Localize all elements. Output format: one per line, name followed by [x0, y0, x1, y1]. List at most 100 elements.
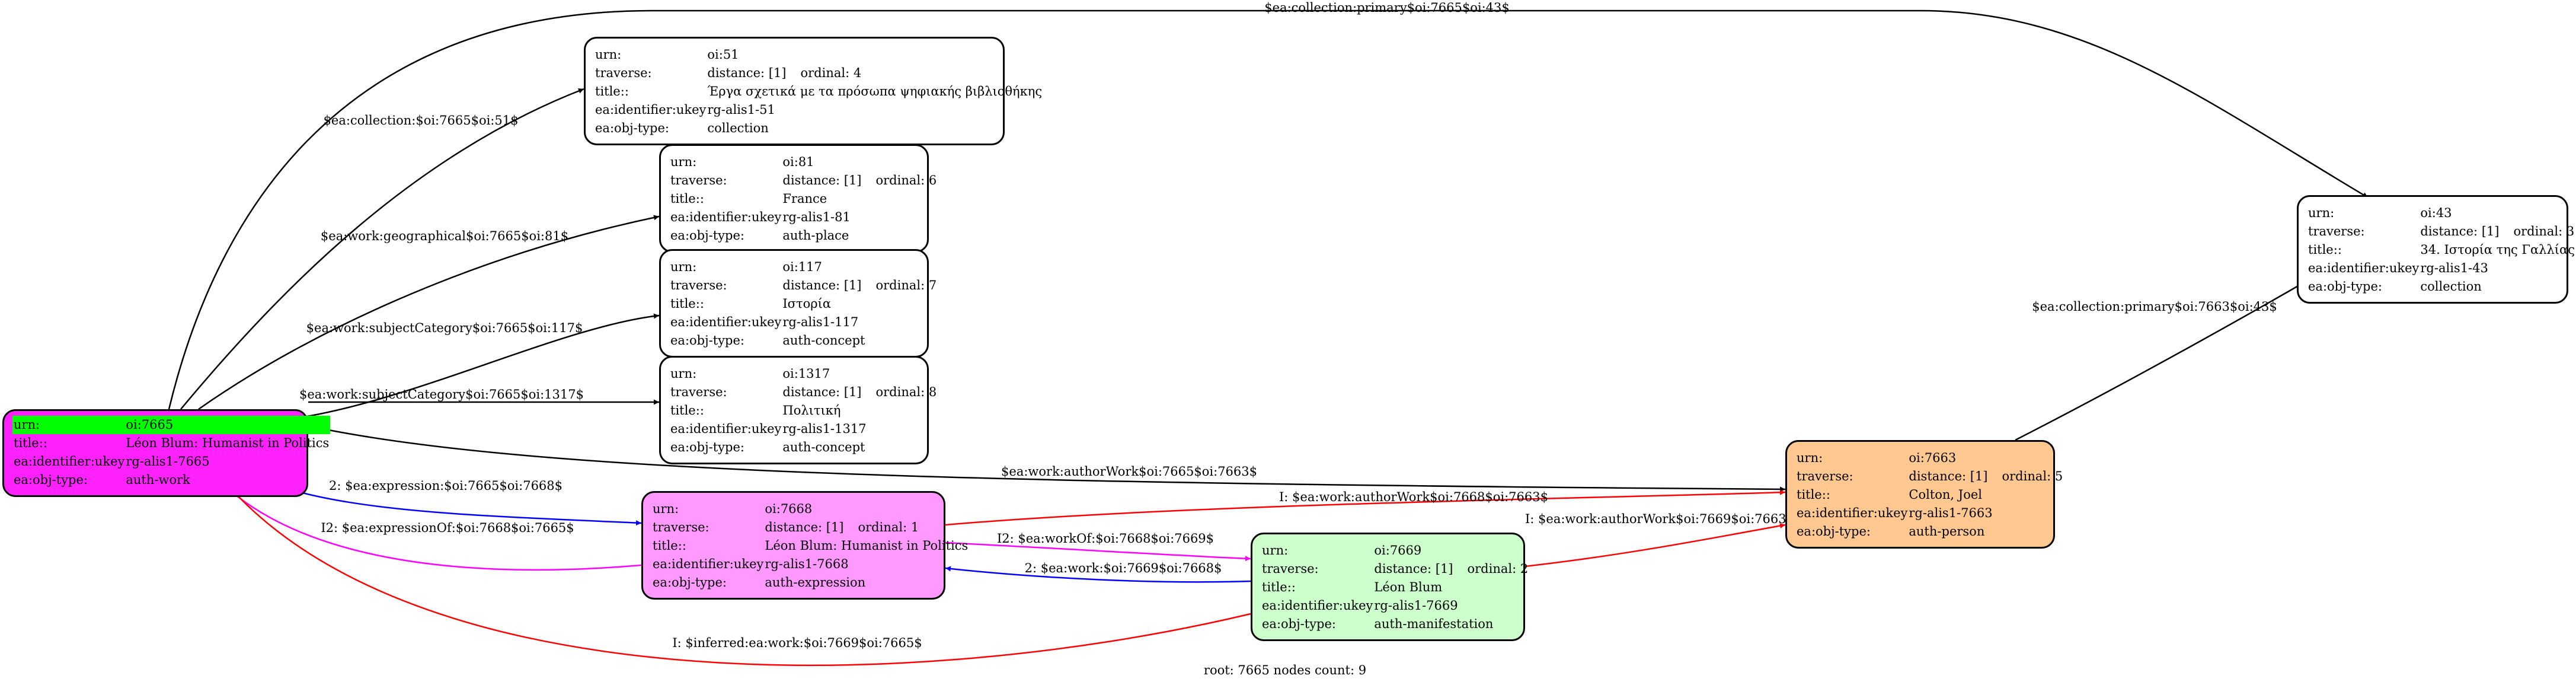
- title-label: title::: [670, 192, 704, 206]
- title-value: Léon Blum: [1374, 580, 1443, 594]
- node-oi-81[interactable]: urn:oi:81 traverse:distance: [1]ordinal:…: [659, 144, 937, 253]
- objtype-value: auth-concept: [782, 440, 865, 454]
- edge-label-subjectcategory-7665-117: $ea:work:subjectCategory$oi:7665$oi:117$: [306, 321, 583, 335]
- objtype-label: ea:obj-type:: [1797, 524, 1871, 539]
- urn-label: urn:: [12, 416, 125, 434]
- title-value: Έργα σχετικά με τα πρόσωπα ψηφιακής βιβλ…: [707, 84, 1043, 98]
- urn-label: urn:: [2308, 206, 2335, 220]
- distance-value: distance: [1]: [782, 278, 862, 292]
- urn-value: oi:7669: [1374, 543, 1422, 557]
- ukey-label: ea:identifier:ukey: [670, 422, 782, 436]
- node-oi-1317[interactable]: urn: oi:1317 traverse: distance: [1] ordina…: [659, 356, 937, 464]
- urn-label: urn:: [670, 260, 697, 274]
- title-value: Léon Blum: Humanist in Politics: [765, 539, 969, 553]
- urn-value: oi:51: [707, 47, 739, 62]
- title-label: title::: [14, 436, 47, 450]
- edge-label-collection-primary-7665-43: $ea:collection:primary$oi:7665$oi:43$: [1264, 1, 1509, 15]
- urn-label: urn:: [1797, 451, 1823, 465]
- ukey-value: rg-alis1-7665: [126, 454, 210, 469]
- edge-label-authorwork-7669-7663: I: $ea:work:authorWork$oi:7669$oi:7663$: [1525, 512, 1794, 526]
- objtype-label: ea:obj-type:: [14, 473, 88, 487]
- urn-value: oi:7663: [1909, 451, 1957, 465]
- distance-value: distance: [1]: [782, 385, 862, 399]
- title-label: title::: [670, 403, 704, 418]
- title-value: France: [782, 192, 827, 206]
- title-label: title::: [1797, 488, 1830, 502]
- objtype-value: auth-concept: [782, 333, 865, 348]
- ukey-value: rg-alis1-1317: [782, 422, 867, 436]
- ordinal-value: ordinal: 6: [875, 173, 937, 187]
- node-oi-7668[interactable]: urn:oi:7668 traverse:distance: [1]ordina…: [641, 491, 968, 600]
- urn-value: oi:81: [782, 155, 814, 169]
- ordinal-value: ordinal: 8: [875, 385, 937, 399]
- urn-value: oi:1317: [782, 367, 830, 381]
- title-value: Ιστορία: [782, 297, 832, 311]
- urn-label: urn:: [670, 367, 697, 381]
- ukey-label: ea:identifier:ukey: [1797, 506, 1908, 520]
- edge-subjectcategory-7665-117: [296, 313, 660, 419]
- node-oi-7663[interactable]: urn:oi:7663 traverse:distance: [1]ordina…: [1785, 440, 2063, 549]
- ordinal-value: ordinal: 7: [875, 278, 937, 292]
- distance-value: distance: [1]: [1909, 469, 1988, 483]
- objtype-label: ea:obj-type:: [595, 121, 669, 135]
- title-value: Léon Blum: Humanist in Politics: [126, 436, 330, 450]
- traverse-label: traverse:: [2308, 224, 2365, 238]
- traverse-label: traverse:: [670, 278, 727, 292]
- ordinal-value: ordinal: 3: [2513, 224, 2575, 238]
- edge-collection-7665-51: [180, 88, 584, 410]
- edge-label-expression-7665-7668: 2: $ea:expression:$oi:7665$oi:7668$: [329, 479, 562, 493]
- ukey-label: ea:identifier:ukey: [653, 557, 764, 571]
- objtype-label: ea:obj-type:: [1262, 617, 1336, 631]
- traverse-label: traverse:: [670, 385, 727, 399]
- urn-label: urn:: [653, 502, 679, 516]
- edge-authorwork-7669-7663: [1524, 523, 1786, 568]
- ukey-label: ea:identifier:ukey: [670, 315, 782, 329]
- objtype-label: ea:obj-type:: [2308, 279, 2382, 294]
- title-label: title::: [1262, 580, 1296, 594]
- node-oi-117[interactable]: urn: oi:117 traverse: distance: [1] ordinal…: [659, 249, 937, 358]
- distance-value: distance: [1]: [1374, 562, 1453, 576]
- objtype-label: ea:obj-type:: [670, 333, 744, 348]
- edge-authorwork-7668-7663: [945, 489, 1786, 526]
- title-value: Πολιτική: [782, 403, 841, 418]
- ordinal-value: ordinal: 1: [858, 520, 919, 534]
- objtype-value: collection: [2420, 279, 2482, 294]
- node-urn-row-highlight: urn: oi:7665: [12, 416, 331, 434]
- objtype-value: auth-place: [782, 228, 849, 243]
- title-label: title::: [653, 539, 686, 553]
- ukey-label: ea:identifier:ukey: [1262, 598, 1373, 613]
- edge-geographical-7665-81: [198, 215, 660, 410]
- edge-label-expressionof-7668-7665: I2: $ea:expressionOf:$oi:7668$oi:7665$: [321, 521, 574, 535]
- edge-collection-primary-7665-43: [168, 9, 2369, 410]
- ordinal-value: ordinal: 5: [2002, 469, 2063, 483]
- title-value: 34. Ιστορία της Γαλλίας: [2420, 243, 2575, 257]
- ukey-label: ea:identifier:ukey: [595, 103, 707, 117]
- objtype-value: auth-work: [126, 473, 190, 487]
- distance-value: distance: [1]: [765, 520, 844, 534]
- title-label: title::: [2308, 243, 2342, 257]
- urn-label: urn:: [1262, 543, 1289, 557]
- objtype-value: auth-manifestation: [1374, 617, 1494, 631]
- traverse-label: traverse:: [595, 66, 652, 80]
- traverse-label: traverse:: [653, 520, 709, 534]
- node-oi-51[interactable]: urn:oi:51 traverse:distance: [1]ordinal:…: [584, 37, 1042, 145]
- urn-value: oi:117: [782, 260, 822, 274]
- title-label: title::: [595, 84, 629, 98]
- edge-label-collection-7665-51: $ea:collection:$oi:7665$oi:51$: [324, 113, 519, 128]
- node-oi-7669[interactable]: urn:oi:7669 traverse:distance: [1]ordina…: [1251, 533, 1528, 641]
- edge-label-inferred-work-7669-7665: I: $inferred:ea:work:$oi:7669$oi:7665$: [672, 636, 922, 650]
- ukey-value: rg-alis1-43: [2420, 261, 2488, 275]
- edge-label-workof-7668-7669: I2: $ea:workOf:$oi:7668$oi:7669$: [997, 531, 1214, 546]
- distance-value: distance: [1]: [782, 173, 862, 187]
- root-info-footer: root: 7665 nodes count: 9: [1203, 663, 1367, 677]
- edge-work-7669-7668: [945, 566, 1251, 583]
- objtype-label: ea:obj-type:: [670, 228, 744, 243]
- edge-label-geographical-7665-81: $ea:work:geographical$oi:7665$oi:81$: [321, 229, 568, 243]
- ukey-value: rg-alis1-81: [782, 210, 851, 224]
- node-oi-7665[interactable]: urn: oi:7665 title:: Léon Blum: Humanist…: [2, 409, 331, 497]
- traverse-label: traverse:: [670, 173, 727, 187]
- edge-label-subjectcategory-7665-1317: $ea:work:subjectCategory$oi:7665$oi:1317…: [299, 387, 584, 402]
- ukey-value: rg-alis1-51: [707, 103, 775, 117]
- ordinal-value: ordinal: 2: [1467, 562, 1529, 576]
- node-oi-43[interactable]: urn:oi:43 traverse:distance: [1]ordinal:…: [2297, 195, 2575, 304]
